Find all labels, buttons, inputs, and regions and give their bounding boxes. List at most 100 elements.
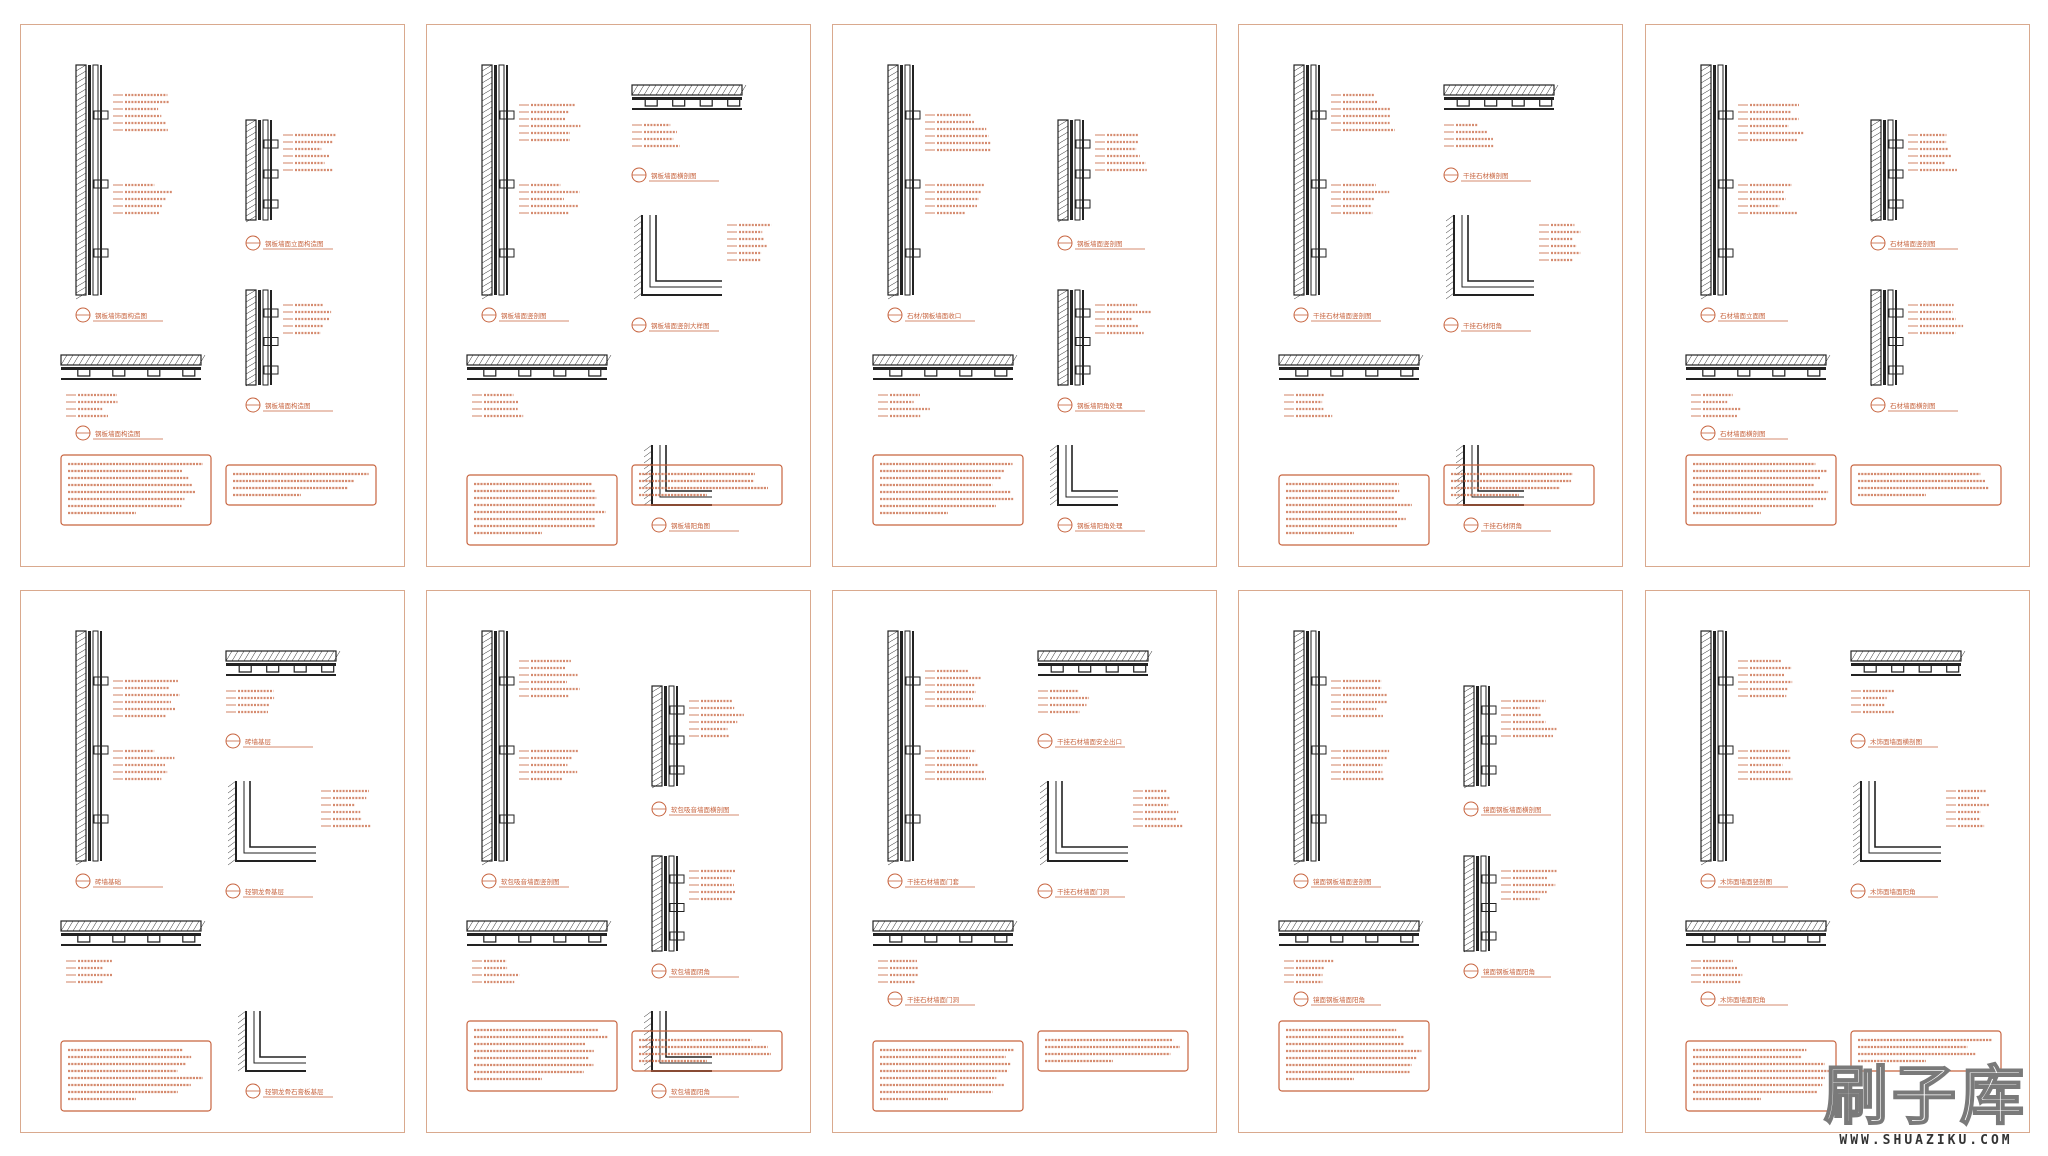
detail-caption-text: 钢板墙面构造图 xyxy=(95,429,141,438)
annotation-leaders xyxy=(113,93,170,132)
annotation-leaders xyxy=(283,133,336,172)
detail-caption-text: 软包墙面阳角 xyxy=(671,1087,710,1096)
annotation-leaders xyxy=(1738,659,1793,698)
drawing-sheet: 镜面钢板墙面竖剖图镜面钢板墙面横剖图镜面钢板墙面阳角镜面钢板墙面阳角 xyxy=(1238,590,1623,1133)
annotation-leaders xyxy=(1133,789,1183,828)
plan-section-detail xyxy=(1850,650,1966,676)
annotation-leaders xyxy=(1738,749,1793,781)
annotation-leaders xyxy=(1691,393,1742,418)
note-box xyxy=(225,464,377,506)
annotation-leaders xyxy=(66,959,113,984)
drawing-sheet: 砖墙基础砖墙基层轻钢龙骨基层轻钢龙骨石膏板基层 xyxy=(20,590,405,1133)
annotation-leaders xyxy=(1738,183,1798,215)
detail-caption-text: 钢板墙面立面构造图 xyxy=(265,239,324,248)
wall-section-detail xyxy=(1463,685,1497,789)
annotation-leaders xyxy=(1284,393,1333,418)
detail-caption: 砖墙基层 xyxy=(225,733,313,749)
annotation-leaders xyxy=(1501,869,1557,901)
annotation-leaders xyxy=(113,183,173,215)
detail-caption: 镜面钢板墙面阳角 xyxy=(1293,991,1381,1007)
detail-caption: 钢板墙面竖剖图 xyxy=(1057,235,1145,251)
plan-section-detail xyxy=(1443,84,1559,110)
detail-caption-text: 镜面钢板墙面横剖图 xyxy=(1483,805,1542,814)
annotation-leaders xyxy=(1095,133,1147,172)
corner-detail xyxy=(1445,214,1534,300)
detail-caption: 软包吸音墙面横剖图 xyxy=(651,801,739,817)
detail-caption: 干挂石材墙面门洞 xyxy=(887,991,975,1007)
detail-caption-text: 木饰面墙面阳角 xyxy=(1720,995,1766,1004)
plan-section-lower xyxy=(1685,354,1831,380)
annotation-leaders xyxy=(925,749,986,781)
detail-caption: 轻钢龙骨基层 xyxy=(225,883,313,899)
annotation-leaders xyxy=(113,679,180,718)
annotation-leaders xyxy=(1501,699,1557,738)
annotation-leaders xyxy=(1946,789,1990,828)
annotation-leaders xyxy=(283,303,332,335)
detail-caption: 软包墙面阳角 xyxy=(651,1083,739,1099)
detail-caption: 石材墙面竖剖图 xyxy=(1870,235,1958,251)
detail-caption: 轻钢龙骨石膏板基层 xyxy=(245,1083,333,1099)
plan-section-lower xyxy=(466,354,612,380)
note-box xyxy=(1278,1020,1430,1092)
watermark-url: WWW.SHUAZIKU.COM xyxy=(1839,1133,2013,1148)
detail-caption: 钢板墙面竖剖图 xyxy=(481,307,569,323)
wall-section-detail xyxy=(651,685,685,789)
annotation-leaders xyxy=(1539,223,1581,262)
wall-section-main xyxy=(75,630,109,866)
detail-caption: 石材墙面横剖图 xyxy=(1870,397,1958,413)
detail-caption-text: 软包墙面阴角 xyxy=(671,967,710,976)
wall-section-detail xyxy=(1463,855,1497,953)
detail-caption-text: 干挂石材墙面门洞 xyxy=(1057,887,1110,896)
detail-caption-text: 木饰面墙面横剖图 xyxy=(1870,737,1922,746)
annotation-leaders xyxy=(519,659,580,698)
detail-caption-text: 干挂石材阳角 xyxy=(1463,321,1502,330)
wall-section-main xyxy=(887,630,921,866)
detail-caption-text: 干挂石材墙面安全出口 xyxy=(1057,737,1122,746)
annotation-leaders xyxy=(689,699,744,738)
note-box xyxy=(466,1020,618,1092)
note-box xyxy=(1037,1030,1189,1072)
wall-section-detail xyxy=(651,855,685,953)
drawing-sheet: 钢板墙饰面构造图钢板墙面立面构造图钢板墙面构造图钢板墙面构造图 xyxy=(20,24,405,567)
detail-caption: 木饰面墙面阳角 xyxy=(1700,991,1788,1007)
annotation-leaders xyxy=(878,959,919,984)
detail-caption: 石材墙面横剖图 xyxy=(1700,425,1788,441)
corner-detail-lower xyxy=(1049,444,1118,506)
plan-section-lower xyxy=(872,920,1018,946)
annotation-leaders xyxy=(519,183,580,215)
detail-caption-text: 软包吸音墙面竖剖图 xyxy=(501,877,560,886)
detail-caption-text: 石材墙面横剖图 xyxy=(1720,429,1766,438)
detail-caption: 镜面钢板墙面横剖图 xyxy=(1463,801,1551,817)
detail-caption: 干挂石材阳角 xyxy=(1443,317,1531,333)
detail-caption: 石材墙面立面图 xyxy=(1700,307,1788,323)
annotation-leaders xyxy=(1331,679,1388,718)
note-box xyxy=(631,464,783,506)
annotation-leaders xyxy=(925,113,992,152)
corner-detail xyxy=(1039,780,1128,866)
detail-caption: 干挂石材墙面安全出口 xyxy=(1037,733,1125,749)
plan-section-detail xyxy=(225,650,341,676)
plan-section-lower xyxy=(872,354,1018,380)
wall-section-main xyxy=(1293,64,1327,300)
annotation-leaders xyxy=(1331,749,1390,781)
annotation-leaders xyxy=(689,869,737,901)
detail-caption-text: 干挂石材横剖图 xyxy=(1463,171,1509,180)
watermark-logo: 刷子库 WWW.SHUAZIKU.COM xyxy=(1823,1064,2028,1148)
corner-detail xyxy=(1852,780,1941,866)
detail-caption-text: 镜面钢板墙面阳角 xyxy=(1313,995,1365,1004)
corner-detail-lower xyxy=(237,1010,306,1072)
note-box xyxy=(60,1040,212,1112)
drawing-sheet: 软包吸音墙面竖剖图 软包吸音墙面横剖图软包墙面阴角软包墙面阳角 xyxy=(426,590,811,1133)
annotation-leaders xyxy=(519,103,581,142)
detail-caption: 干挂石材墙面门套 xyxy=(887,873,975,889)
annotation-leaders xyxy=(632,123,680,148)
drawing-sheet: 木饰面墙面竖剖图木饰面墙面横剖图木饰面墙面阳角木饰面墙面阳角 xyxy=(1645,590,2030,1133)
drawing-sheet: 石材墙面立面图石材墙面竖剖图石材墙面横剖图石材墙面横剖图 xyxy=(1645,24,2030,567)
wall-section-main xyxy=(1293,630,1327,866)
annotation-leaders xyxy=(878,393,930,418)
wall-section-detail xyxy=(1057,289,1091,387)
